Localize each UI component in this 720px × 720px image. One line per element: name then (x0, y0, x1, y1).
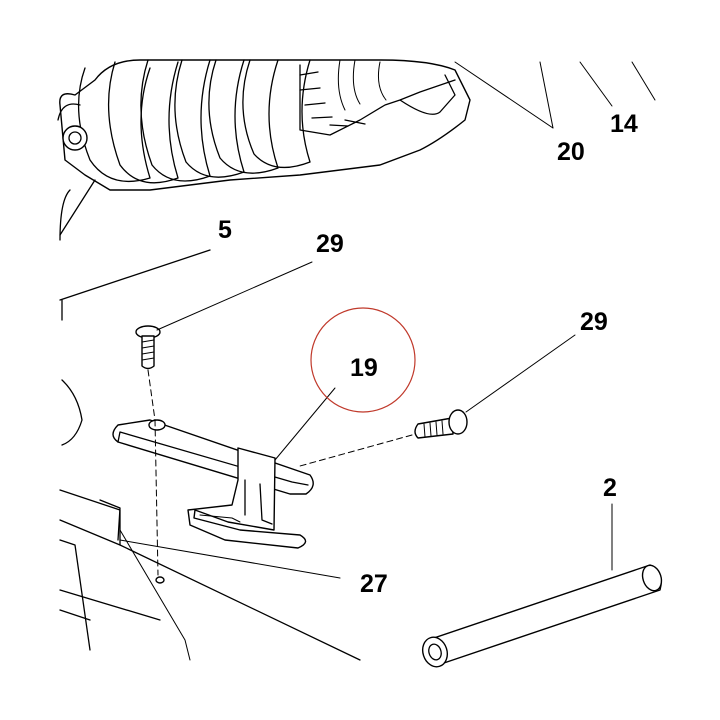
horizontal-screw (299, 334, 576, 467)
callout-2: 2 (603, 474, 617, 502)
leader-lines-top (454, 61, 656, 129)
pin-part (421, 503, 663, 668)
callout-27: 27 (360, 570, 388, 598)
spring-shock-assembly (57, 59, 471, 241)
highlight-circle (310, 307, 416, 413)
callout-20: 20 (557, 138, 585, 166)
callout-29-right: 29 (580, 308, 608, 336)
callout-5: 5 (218, 216, 232, 244)
vertical-screw (135, 261, 313, 421)
callout-14: 14 (610, 110, 638, 138)
frame-left (59, 249, 211, 446)
callout-29-top: 29 (316, 230, 344, 258)
callout-19: 19 (350, 354, 378, 382)
lower-housing (59, 419, 361, 661)
bracket-part (112, 387, 336, 549)
